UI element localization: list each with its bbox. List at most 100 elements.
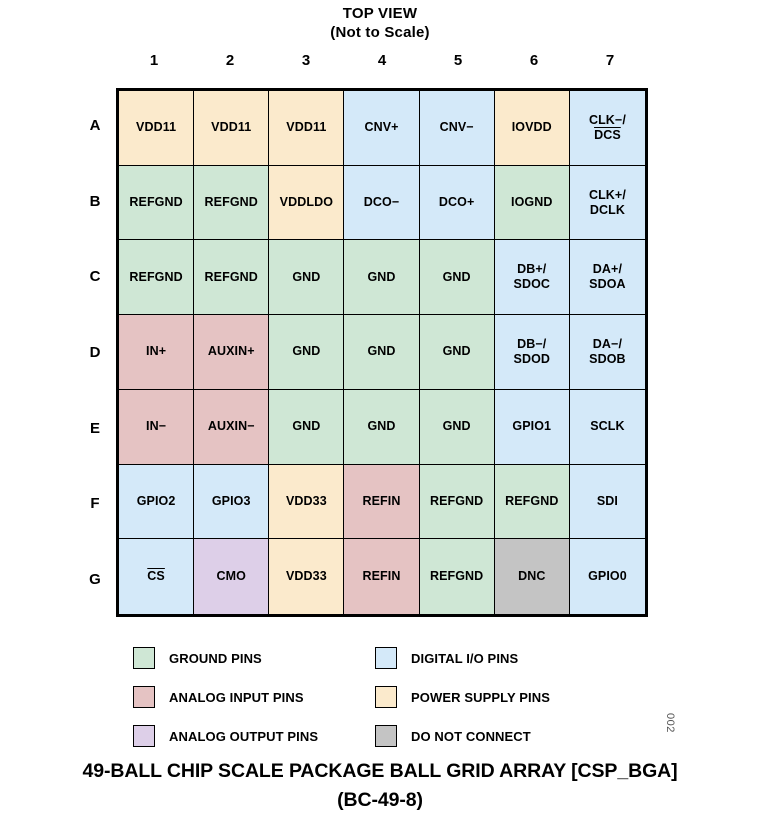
ball-E5: GND <box>419 389 495 465</box>
ball-label-line: REFGND <box>204 269 258 284</box>
ball-label-D1: IN+ <box>146 344 166 359</box>
ball-label-line: SDOC <box>513 277 551 292</box>
ball-label-line: AUXIN+ <box>207 344 255 359</box>
ball-label-B3: VDDLDO <box>280 195 333 210</box>
ball-label-E5: GND <box>443 419 471 434</box>
ball-label-line: REFGND <box>129 269 183 284</box>
ball-label-line: VDD33 <box>285 569 327 584</box>
ball-E6: GPIO1 <box>494 389 570 465</box>
ball-label-line: GND <box>367 269 396 284</box>
ball-label-C5: GND <box>443 270 471 285</box>
ball-label-G1: CS <box>147 569 165 584</box>
legend-swatch-analog-input <box>133 686 155 708</box>
ball-B1: REFGND <box>119 165 195 241</box>
ball-label-G5: REFGND <box>430 569 483 584</box>
ball-label-line: REFGND <box>204 195 258 210</box>
ball-label-D6: DB−/SDOD <box>514 337 551 367</box>
ball-label-G7: GPIO0 <box>588 569 627 584</box>
ball-A7: CLK−/DCS <box>569 91 645 166</box>
caption-line2: (BC-49-8) <box>337 789 423 811</box>
ball-label-line: CLK+/ <box>588 187 626 202</box>
ball-label-F3: VDD33 <box>286 494 327 509</box>
ball-E2: AUXIN− <box>194 389 270 465</box>
ball-F1: GPIO2 <box>119 464 195 540</box>
legend-swatch-do-not-connect <box>375 725 397 747</box>
ball-label-E6: GPIO1 <box>512 419 551 434</box>
ball-label-line: CNV+ <box>364 120 399 135</box>
ball-label-B2: REFGND <box>205 195 258 210</box>
legend-swatch-analog-output <box>133 725 155 747</box>
ball-B3: VDDLDO <box>269 165 345 241</box>
ball-label-A2: VDD11 <box>211 120 251 135</box>
ball-label-F2: GPIO3 <box>212 494 251 509</box>
ball-F4: REFIN <box>344 464 420 540</box>
ball-D4: GND <box>344 315 420 390</box>
ball-label-line: REFIN <box>362 569 401 584</box>
legend-label: POWER SUPPLY PINS <box>411 689 550 705</box>
ball-D5: GND <box>419 315 495 390</box>
column-header-6: 6 <box>529 52 539 69</box>
legend-item-power-supply: POWER SUPPLY PINS <box>375 686 550 708</box>
legend-item-ground: GROUND PINS <box>133 647 262 669</box>
ball-C5: GND <box>419 240 495 316</box>
ball-F2: GPIO3 <box>194 464 270 540</box>
ball-label-line: CMO <box>216 569 246 584</box>
ball-label-A3: VDD11 <box>286 120 326 135</box>
ball-label-line: DA−/ <box>592 336 623 351</box>
ball-label-G3: VDD33 <box>286 569 327 584</box>
ball-label-line: VDD11 <box>136 120 177 135</box>
ball-label-line: GND <box>367 419 396 434</box>
legend-label: GROUND PINS <box>169 650 262 666</box>
ball-label-D4: GND <box>367 344 395 359</box>
legend-label: ANALOG OUTPUT PINS <box>169 728 319 744</box>
ball-label-F6: REFGND <box>505 494 558 509</box>
ball-E7: SCLK <box>569 389 645 465</box>
ball-G3: VDD33 <box>269 539 345 614</box>
ball-D1: IN+ <box>119 315 195 390</box>
ball-E4: GND <box>344 389 420 465</box>
ball-label-A7: CLK−/DCS <box>589 113 626 143</box>
ball-C1: REFGND <box>119 240 195 316</box>
ball-B4: DCO− <box>344 165 420 241</box>
ball-label-line: GPIO2 <box>136 493 176 508</box>
ball-D6: DB−/SDOD <box>494 315 570 390</box>
ball-label-A1: VDD11 <box>136 120 176 135</box>
ball-C6: DB+/SDOC <box>494 240 570 316</box>
ball-label-D5: GND <box>443 344 471 359</box>
ball-label-C3: GND <box>292 270 320 285</box>
ball-label-E1: IN− <box>146 419 166 434</box>
ball-label-line: REFGND <box>429 493 484 508</box>
ball-label-E2: AUXIN− <box>208 419 255 434</box>
ball-label-F7: SDI <box>597 494 618 509</box>
row-header-B: B <box>89 192 101 210</box>
ball-A3: VDD11 <box>269 91 345 166</box>
ball-label-line: GND <box>292 344 321 359</box>
ball-label-line: DNC <box>518 569 546 584</box>
ball-B5: DCO+ <box>419 165 495 241</box>
ball-C4: GND <box>344 240 420 316</box>
legend-item-analog-input: ANALOG INPUT PINS <box>133 686 304 708</box>
view-title-line1: TOP VIEW <box>342 5 418 22</box>
ball-label-line: DCO− <box>363 195 400 210</box>
column-header-2: 2 <box>225 52 235 69</box>
ball-D2: AUXIN+ <box>194 315 270 390</box>
figure-id: 002 <box>664 713 676 733</box>
ball-label-E3: GND <box>292 419 320 434</box>
ball-label-line: GPIO0 <box>588 569 627 584</box>
figure-caption: 49-BALL CHIP SCALE PACKAGE BALL GRID ARR… <box>0 757 760 815</box>
ball-label-F1: GPIO2 <box>137 494 176 509</box>
row-header-E: E <box>89 419 100 437</box>
ball-label-C4: GND <box>367 270 395 285</box>
ball-label-line: CNV− <box>439 120 474 135</box>
ball-G6: DNC <box>494 539 570 614</box>
row-header-G: G <box>89 570 101 588</box>
ball-label-line: DB−/ <box>517 336 547 351</box>
ball-label-B1: REFGND <box>129 195 182 210</box>
ball-label-B6: IOGND <box>511 195 552 210</box>
ball-C3: GND <box>269 240 345 316</box>
column-header-7: 7 <box>605 52 615 69</box>
ball-A2: VDD11 <box>194 91 270 166</box>
ball-label-G4: REFIN <box>362 569 400 584</box>
